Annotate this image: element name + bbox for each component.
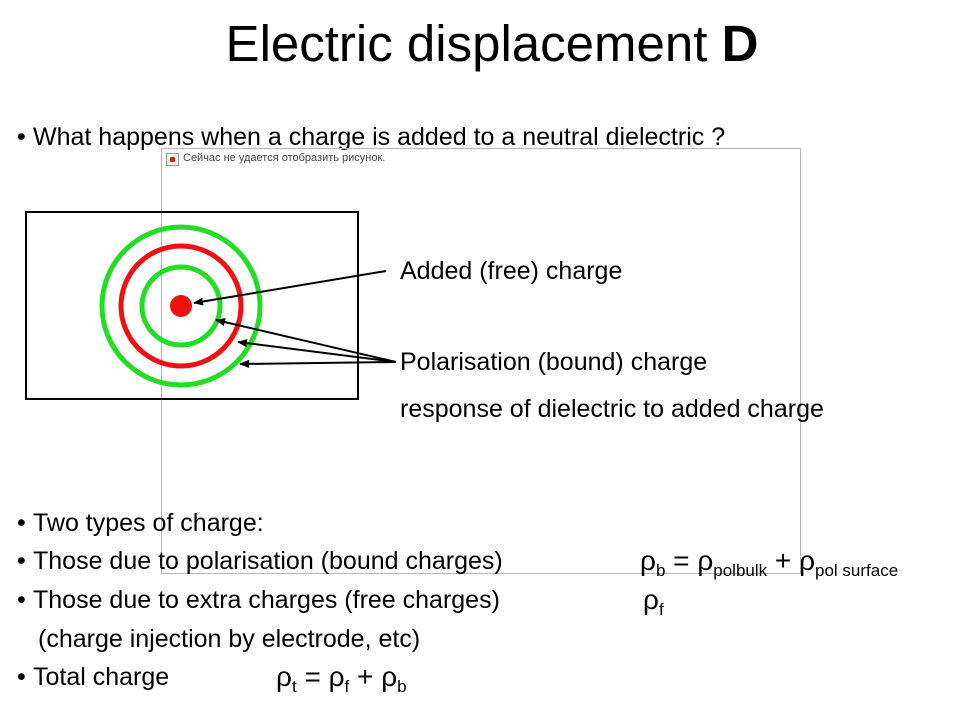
- dielectric-box: [25, 211, 359, 400]
- subscript: b: [655, 561, 666, 580]
- bullet-bound: •Those due to polarisation (bound charge…: [17, 546, 503, 576]
- bullet-bound-text: Those due to polarisation (bound charges…: [33, 547, 503, 575]
- plus-sign: +: [349, 661, 382, 692]
- bullet-free: •Those due to extra charges (free charge…: [17, 585, 500, 615]
- rho-symbol: ρ: [381, 661, 398, 692]
- arrow-bound-middle: [237, 339, 397, 363]
- missing-image-text: Сейчас не удается отобразить рисунок.: [183, 152, 386, 164]
- slide-title: Electric displacement D: [0, 14, 960, 74]
- plus-sign: +: [767, 545, 800, 576]
- bullet-dot: •: [17, 123, 26, 151]
- subscript: f: [658, 600, 664, 619]
- free-charge-label: Added (free) charge: [400, 257, 623, 285]
- rho-symbol: ρ: [643, 584, 659, 615]
- arrow-bound-inner: [215, 318, 397, 363]
- rho-symbol: ρ: [697, 545, 714, 576]
- title-bold-symbol: D: [721, 15, 759, 72]
- total-charge-equation: ρt = ρf + ρb: [276, 661, 407, 697]
- bullet-total: •Total charge: [17, 662, 169, 692]
- red-ring: [118, 243, 244, 369]
- subscript: polbulk: [713, 561, 768, 580]
- outer-green-ring: [99, 224, 263, 388]
- response-label: response of dielectric to added charge: [400, 395, 824, 423]
- bullet-dot: •: [17, 547, 26, 575]
- subscript: pol surface: [815, 561, 899, 580]
- subscript: t: [291, 677, 297, 696]
- bullet-dot: •: [17, 663, 26, 691]
- rho-symbol: ρ: [276, 661, 292, 692]
- subscript: f: [344, 677, 350, 696]
- bullet-dot: •: [17, 586, 26, 614]
- question-bullet: •What happens when a charge is added to …: [17, 122, 725, 152]
- subscript: b: [397, 677, 407, 696]
- bound-charge-equation: ρb = ρpolbulk + ρpol surface: [640, 545, 898, 581]
- rho-symbol: ρ: [640, 545, 656, 576]
- equals-sign: =: [296, 661, 329, 692]
- bullet-total-text: Total charge: [33, 663, 170, 691]
- question-text: What happens when a charge is added to a…: [33, 123, 726, 151]
- free-charge-dot: [170, 295, 192, 317]
- broken-image-icon: [166, 153, 179, 166]
- arrow-free-charge: [193, 270, 387, 306]
- bullet-types: •Two types of charge:: [17, 508, 264, 538]
- inner-green-ring: [139, 264, 223, 348]
- arrow-bound-outer: [239, 359, 397, 368]
- bullet-dot: •: [17, 509, 26, 537]
- rho-symbol: ρ: [328, 661, 345, 692]
- bound-charge-label: Polarisation (bound) charge: [400, 348, 708, 376]
- title-text: Electric displacement: [225, 15, 708, 72]
- rho-symbol: ρ: [799, 545, 815, 576]
- bullet-types-text: Two types of charge:: [33, 509, 264, 537]
- bullet-free-text: Those due to extra charges (free charges…: [33, 586, 500, 614]
- bullet-free-subtext: (charge injection by electrode, etc): [38, 625, 421, 653]
- equals-sign: =: [665, 545, 698, 576]
- free-charge-symbol: ρf: [643, 584, 664, 620]
